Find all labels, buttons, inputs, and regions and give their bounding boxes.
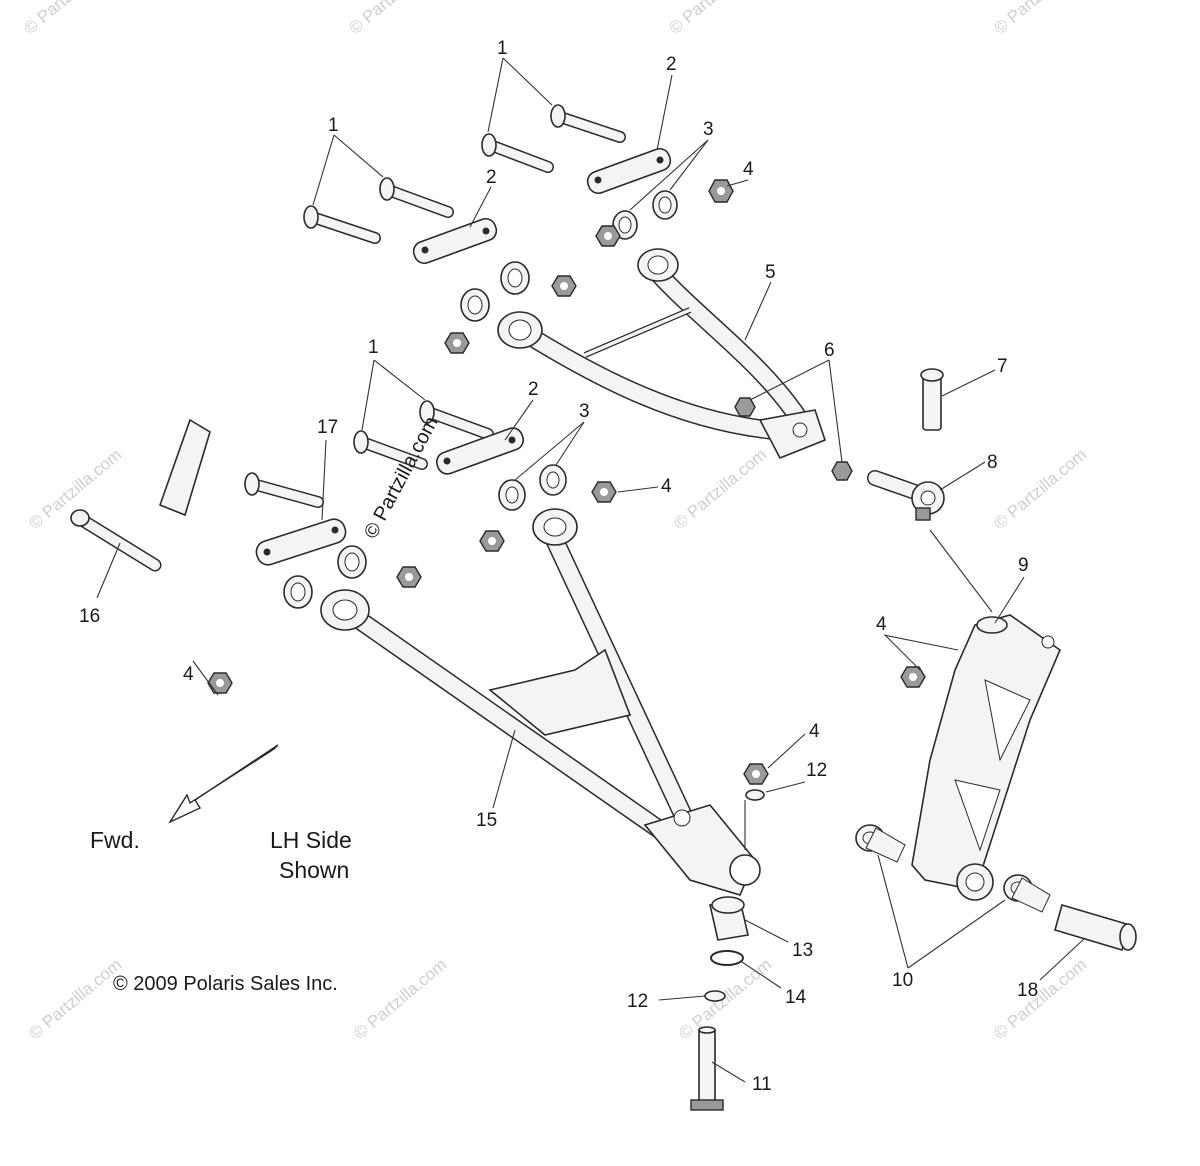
nut	[591, 481, 617, 503]
nut	[444, 332, 470, 354]
callout-7: 7	[997, 356, 1008, 377]
callout-12: 12	[806, 760, 827, 781]
callout-8: 8	[987, 452, 998, 473]
forward-arrow-icon	[168, 744, 279, 824]
knuckle-bushing	[855, 824, 906, 863]
bushing	[612, 210, 638, 240]
cam-plate-upper	[412, 217, 498, 265]
spacer-sleeve	[1054, 904, 1137, 951]
callout-1: 1	[368, 337, 379, 358]
callout-3: 3	[703, 119, 714, 140]
tie-rod-end	[867, 470, 945, 521]
steering-knuckle	[911, 614, 1061, 901]
cam-plate-17	[255, 518, 347, 566]
callout-4: 4	[743, 159, 754, 180]
callout-10: 10	[892, 970, 913, 991]
callout-2: 2	[486, 167, 497, 188]
nut	[900, 666, 926, 688]
callout-9: 9	[1018, 555, 1029, 576]
bolt-group-lower	[244, 400, 494, 508]
callout-17: 17	[317, 417, 338, 438]
nut	[831, 461, 853, 481]
callout-11: 11	[752, 1074, 772, 1095]
diagram-watermark: © Partzilla.com	[360, 413, 443, 542]
bolt	[550, 104, 626, 143]
callout-2: 2	[528, 379, 539, 400]
bolt	[481, 133, 554, 173]
cam-plate-lower	[435, 427, 525, 475]
nut	[743, 763, 769, 785]
callouts: 1 1 1 2 2 2 3 3 4 4 4 4 4 5 6 7 8 9 10 1…	[79, 38, 1038, 1095]
nut	[551, 275, 577, 297]
bolt-vertical	[920, 368, 944, 431]
bolt	[419, 400, 494, 440]
ball-joint	[709, 896, 749, 941]
forward-label: Fwd.	[90, 827, 140, 853]
watermark: © Partzilla.com	[350, 955, 450, 1043]
long-bolt	[70, 509, 162, 572]
nut	[396, 566, 422, 588]
nut	[708, 179, 734, 203]
nut	[734, 397, 756, 417]
watermark: © Partzilla.com	[20, 0, 120, 38]
bolt	[303, 205, 381, 244]
bushing	[460, 288, 490, 322]
watermark: © Partzilla.com	[990, 0, 1090, 38]
callout-14: 14	[785, 987, 807, 1008]
callout-1: 1	[328, 115, 339, 136]
nut	[207, 672, 233, 694]
watermark: © Partzilla.com	[345, 0, 445, 38]
copyright-notice: © 2009 Polaris Sales Inc.	[113, 973, 338, 995]
side-label-line1: LH Side	[270, 827, 352, 853]
bolt	[244, 472, 324, 508]
bushing	[539, 464, 567, 496]
watermark: © Partzilla.com	[675, 955, 775, 1043]
callout-3: 3	[579, 401, 590, 422]
watermark: © Partzilla.com	[670, 445, 770, 533]
callout-5: 5	[765, 262, 776, 283]
upper-a-arm	[497, 248, 826, 460]
callout-6: 6	[824, 340, 835, 361]
callout-18: 18	[1017, 980, 1038, 1001]
callout-13: 13	[792, 940, 813, 961]
leader-lines	[96, 57, 1086, 1083]
callout-16: 16	[79, 606, 100, 627]
nut	[479, 530, 505, 552]
knuckle-bushing	[1003, 874, 1051, 913]
washer	[704, 990, 726, 1002]
bushing	[652, 190, 678, 220]
callout-4: 4	[876, 614, 887, 635]
callout-1: 1	[497, 38, 508, 59]
snap-ring	[710, 950, 744, 966]
side-label-line2: Shown	[279, 857, 349, 883]
washer	[745, 789, 765, 801]
cam-plate-upper	[586, 147, 672, 195]
watermark: © Partzilla.com	[990, 955, 1090, 1043]
callout-12: 12	[627, 991, 648, 1012]
bushing	[500, 261, 530, 295]
callout-4: 4	[809, 721, 820, 742]
bushing	[337, 545, 367, 579]
watermark: © Partzilla.com	[665, 0, 765, 38]
bushing	[283, 575, 313, 609]
mount-bracket	[158, 418, 211, 517]
watermark: © Partzilla.com	[990, 445, 1090, 533]
callout-15: 15	[476, 810, 497, 831]
lower-a-arm	[320, 508, 761, 896]
bolt-group-upper-rear	[303, 104, 626, 244]
bushing	[498, 479, 526, 511]
callout-4: 4	[183, 664, 194, 685]
pinch-bolt	[690, 1026, 724, 1111]
bolt	[379, 177, 454, 218]
nut	[595, 225, 621, 247]
watermark: © Partzilla.com	[25, 955, 125, 1043]
bolt	[353, 430, 428, 470]
callout-2: 2	[666, 54, 677, 75]
callout-4: 4	[661, 476, 672, 497]
